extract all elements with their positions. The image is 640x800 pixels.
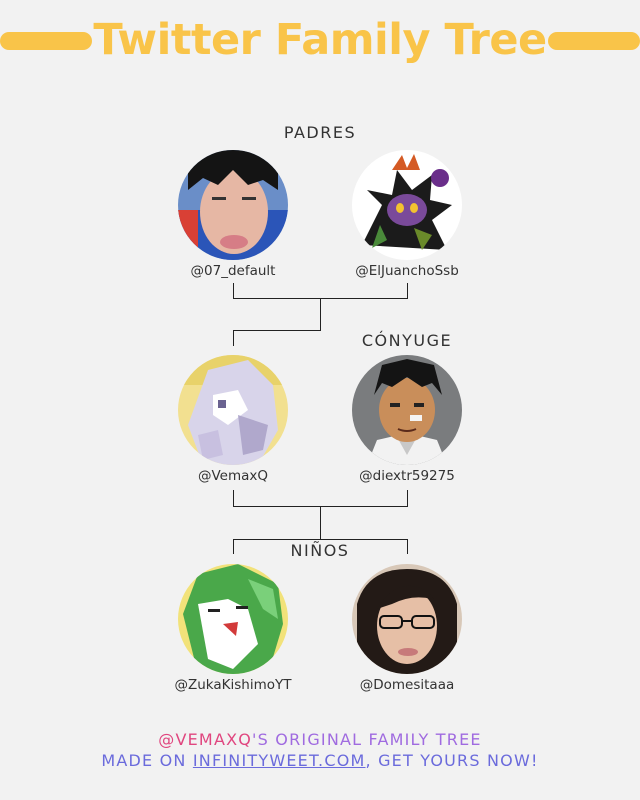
avatar-person-glasses-icon[interactable] [352,564,462,674]
footer-line-1-suffix: 'S ORIGINAL FAMILY TREE [252,730,482,749]
infinityweet-link[interactable]: INFINITYWEET.COM [192,751,366,770]
section-label-children: NIÑOS [290,541,350,560]
section-label-spouse: CÓNYUGE [361,331,453,350]
avatar-skull-kid-mask-icon[interactable] [352,150,462,260]
avatar-gallade-pixel-icon[interactable] [178,564,288,674]
footer-line-2: MADE ON INFINITYWEET.COM, GET YOURS NOW! [0,751,640,770]
main-person-handle[interactable]: @VemaxQ [197,468,269,484]
header: Twitter Family Tree [0,8,640,70]
main-person-card[interactable]: @VemaxQ [148,355,318,485]
title-decoration-left [0,32,92,50]
title-decoration-right [548,32,640,50]
child-handle-1[interactable]: @ZukaKishimoYT [174,677,292,693]
parent-handle-1[interactable]: @07_default [190,263,276,279]
child-card-1[interactable]: @ZukaKishimoYT [148,564,318,694]
page-title: Twitter Family Tree [93,15,547,65]
child-card-2[interactable]: @Domesitaaa [322,564,492,694]
footer-line-1: @VEMAXQ'S ORIGINAL FAMILY TREE [0,730,640,749]
parent-card-2[interactable]: @ElJuanchoSsb [322,150,492,280]
avatar-pixel-creature-icon[interactable] [178,355,288,465]
footer-line-2-prefix: MADE ON [101,751,193,770]
child-handle-2[interactable]: @Domesitaaa [359,677,455,693]
parent-handle-2[interactable]: @ElJuanchoSsb [355,263,459,279]
section-label-parents: PADRES [283,123,357,142]
footer-line-2-suffix: , GET YOURS NOW! [365,751,539,770]
avatar-person-selfie-icon[interactable] [178,150,288,260]
spouse-handle[interactable]: @diextr59275 [359,468,455,484]
footer-username[interactable]: @VEMAXQ [158,730,253,749]
footer: @VEMAXQ'S ORIGINAL FAMILY TREE MADE ON I… [0,730,640,770]
parent-card-1[interactable]: @07_default [148,150,318,280]
avatar-anime-boxer-icon[interactable] [352,355,462,465]
spouse-card[interactable]: @diextr59275 [322,355,492,485]
